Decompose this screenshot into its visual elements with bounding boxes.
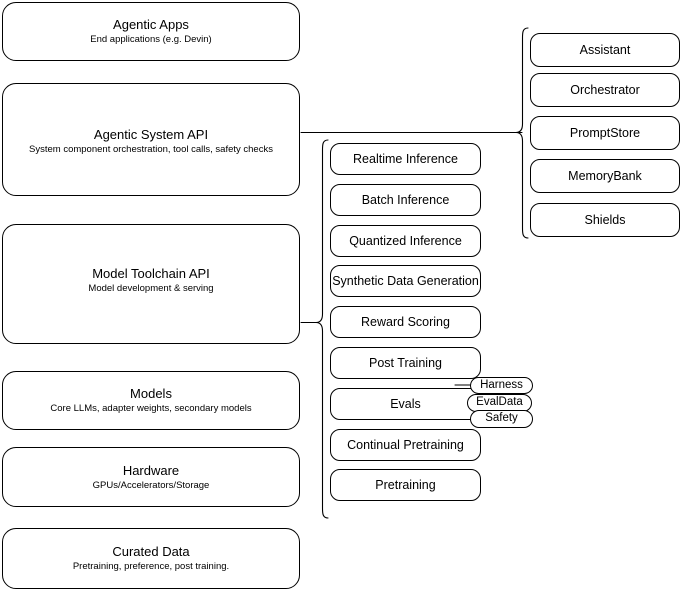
layer-subtitle: End applications (e.g. Devin)	[90, 34, 212, 45]
evals-tag-safety[interactable]: Safety	[470, 410, 533, 428]
layer-agentic-apps[interactable]: Agentic Apps End applications (e.g. Devi…	[2, 2, 300, 61]
layer-title: Agentic System API	[93, 127, 209, 142]
brace-middle	[315, 139, 329, 519]
layer-model-toolchain-api[interactable]: Model Toolchain API Model development & …	[2, 224, 300, 344]
evals-tag-harness[interactable]: Harness	[470, 377, 533, 394]
capability-synthetic-data-generation[interactable]: Synthetic Data Generation	[330, 265, 481, 297]
evals-tag-label: Harness	[480, 378, 523, 391]
layer-curated-data[interactable]: Curated Data Pretraining, preference, po…	[2, 528, 300, 589]
layer-subtitle: System component orchestration, tool cal…	[29, 144, 273, 155]
component-orchestrator[interactable]: Orchestrator	[530, 73, 680, 107]
layer-title: Models	[130, 386, 172, 401]
component-label: PromptStore	[569, 125, 641, 140]
capability-evals[interactable]: Evals	[330, 388, 481, 420]
layer-hardware[interactable]: Hardware GPUs/Accelerators/Storage	[2, 447, 300, 507]
evals-tag-label: Safety	[485, 412, 518, 425]
capability-label: Pretraining	[375, 477, 436, 492]
evals-tag-label: EvalData	[476, 396, 523, 409]
layer-title: Agentic Apps	[113, 17, 189, 32]
capability-pretraining[interactable]: Pretraining	[330, 469, 481, 501]
layer-models[interactable]: Models Core LLMs, adapter weights, secon…	[2, 371, 300, 430]
layer-agentic-system-api[interactable]: Agentic System API System component orch…	[2, 83, 300, 196]
capability-batch-inference[interactable]: Batch Inference	[330, 184, 481, 216]
layer-title: Curated Data	[112, 544, 190, 559]
capability-continual-pretraining[interactable]: Continual Pretraining	[330, 429, 481, 461]
component-label: Orchestrator	[570, 82, 640, 97]
layer-title: Model Toolchain API	[92, 266, 210, 281]
capability-label: Post Training	[369, 355, 442, 370]
layer-subtitle: Core LLMs, adapter weights, secondary mo…	[50, 403, 252, 414]
layer-title: Hardware	[122, 462, 180, 478]
component-label: MemoryBank	[568, 168, 642, 183]
layer-subtitle: Pretraining, preference, post training.	[72, 561, 230, 572]
component-memorybank[interactable]: MemoryBank	[530, 159, 680, 193]
capability-label: Batch Inference	[361, 192, 450, 207]
component-label: Shields	[584, 212, 626, 227]
capability-label: Realtime Inference	[353, 151, 458, 166]
component-label: Assistant	[579, 42, 631, 57]
capability-label: Quantized Inference	[349, 233, 462, 248]
capability-quantized-inference[interactable]: Quantized Inference	[330, 225, 481, 257]
capability-label: Continual Pretraining	[347, 437, 464, 452]
component-promptstore[interactable]: PromptStore	[530, 116, 680, 150]
brace-right	[515, 27, 529, 239]
layer-subtitle: Model development & serving	[88, 283, 214, 294]
component-shields[interactable]: Shields	[530, 203, 680, 237]
component-assistant[interactable]: Assistant	[530, 33, 680, 67]
layer-subtitle: GPUs/Accelerators/Storage	[92, 479, 210, 491]
capability-realtime-inference[interactable]: Realtime Inference	[330, 143, 481, 175]
capability-label: Reward Scoring	[361, 314, 450, 329]
capability-label: Synthetic Data Generation	[332, 273, 479, 288]
capability-reward-scoring[interactable]: Reward Scoring	[330, 306, 481, 338]
capability-post-training[interactable]: Post Training	[330, 347, 481, 379]
capability-label: Evals	[390, 396, 421, 411]
